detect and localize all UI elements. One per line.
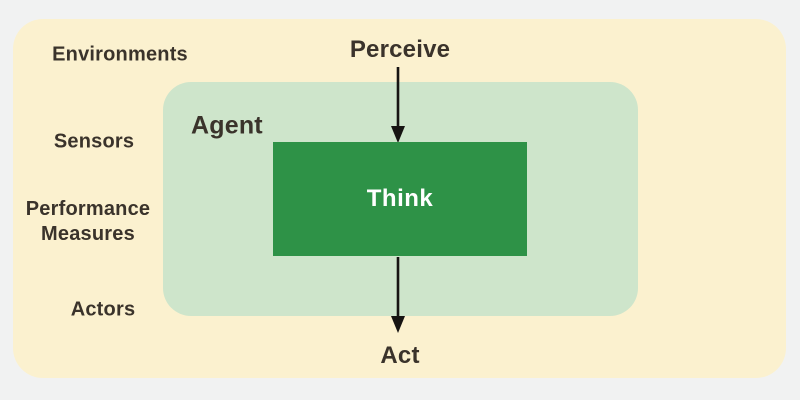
agent-label: Agent	[191, 111, 263, 140]
perceive-label: Perceive	[349, 36, 451, 63]
think-box: Think	[273, 142, 527, 256]
sensors-label: Sensors	[53, 130, 135, 153]
actors-label: Actors	[70, 298, 136, 321]
act-label: Act	[380, 342, 420, 369]
performance-measures-line1: Performance	[25, 198, 151, 220]
performance-measures-label: Performance Measures	[3, 197, 173, 247]
perceive-arrow-icon	[391, 67, 405, 143]
performance-measures-line2: Measures	[41, 223, 135, 245]
environments-label: Environments	[52, 43, 188, 66]
act-arrow-icon	[391, 257, 405, 333]
think-label: Think	[366, 185, 434, 212]
